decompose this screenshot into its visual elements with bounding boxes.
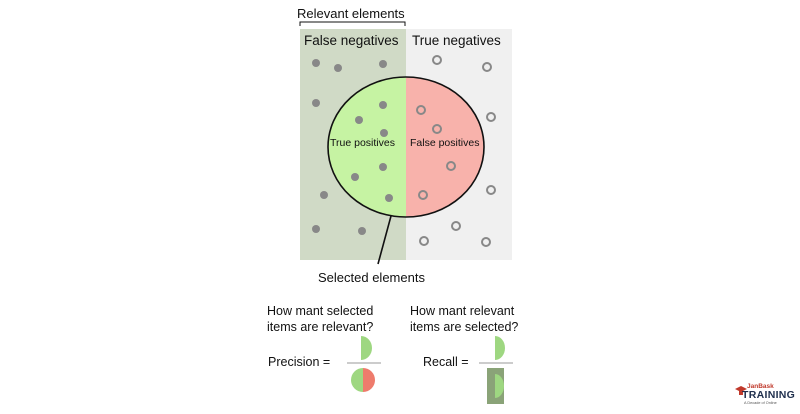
relevant-elements-bracket xyxy=(299,21,406,26)
relevant-dot xyxy=(358,227,366,235)
recall-question-line2: items are selected? xyxy=(410,320,519,334)
logo-line2: TRAINING xyxy=(742,389,796,401)
relevant-elements-label: Relevant elements xyxy=(297,6,405,21)
relevant-dots xyxy=(312,59,393,235)
selected-elements-circle xyxy=(327,76,485,218)
logo-line1: JanBask xyxy=(747,383,774,390)
recall-fraction xyxy=(479,336,513,404)
true-negatives-label: True negatives xyxy=(412,33,501,48)
precision-question-line1: How mant selected xyxy=(267,304,374,318)
recall-label: Recall = xyxy=(423,355,469,369)
recall-numerator-half-circle xyxy=(495,336,505,360)
relevant-dot xyxy=(312,59,320,67)
false-positives-label: False positives xyxy=(410,137,480,149)
relevant-dot xyxy=(312,225,320,233)
relevant-dot xyxy=(379,60,387,68)
logo-line3: A Decade of Online xyxy=(744,401,777,405)
irrelevant-dot xyxy=(481,237,491,247)
selected-elements-pointer xyxy=(377,215,392,265)
irrelevant-dot xyxy=(486,112,496,122)
precision-question: How mant selected items are relevant? xyxy=(267,303,373,335)
janbask-logo-mark xyxy=(735,386,747,395)
graduation-cap-icon xyxy=(735,386,747,392)
precision-denominator-tp-half xyxy=(351,368,363,392)
precision-label: Precision = xyxy=(268,355,331,369)
precision-question-line2: items are relevant? xyxy=(267,320,374,334)
irrelevant-dot xyxy=(432,55,442,65)
relevant-dot xyxy=(334,64,342,72)
relevant-dot xyxy=(379,101,387,109)
relevant-dot xyxy=(312,99,320,107)
precision-fraction xyxy=(347,336,381,392)
relevant-dot xyxy=(320,191,328,199)
irrelevant-dot xyxy=(482,62,492,72)
irrelevant-dot xyxy=(486,185,496,195)
recall-denominator-tp-half xyxy=(495,374,504,398)
irrelevant-dot xyxy=(419,236,429,246)
irrelevant-dot xyxy=(446,161,456,171)
irrelevant-dots xyxy=(416,55,496,247)
recall-question-line1: How mant relevant xyxy=(410,304,515,318)
true-positives-region xyxy=(328,77,406,217)
relevant-dot xyxy=(380,129,388,137)
relevant-dot xyxy=(351,173,359,181)
irrelevant-dot xyxy=(432,124,442,134)
recall-question: How mant relevant items are selected? xyxy=(410,303,518,335)
irrelevant-dot xyxy=(451,221,461,231)
selected-elements-label: Selected elements xyxy=(318,270,425,285)
true-positives-label: True positives xyxy=(330,137,395,149)
janbask-training-logo: JanBask TRAINING A Decade of Online xyxy=(733,383,796,409)
relevant-dot xyxy=(355,116,363,124)
false-negatives-label: False negatives xyxy=(304,33,399,48)
precision-numerator-half-circle xyxy=(361,336,372,360)
precision-denominator-fp-half xyxy=(363,368,375,392)
graduation-cap-base xyxy=(739,391,743,395)
relevant-dot xyxy=(385,194,393,202)
irrelevant-dot xyxy=(416,105,426,115)
irrelevant-dot xyxy=(418,190,428,200)
relevant-dot xyxy=(379,163,387,171)
